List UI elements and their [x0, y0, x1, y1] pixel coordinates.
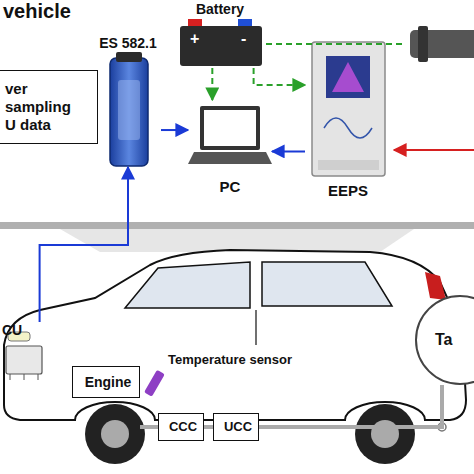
ecu-pin [24, 374, 25, 380]
car-window [262, 262, 392, 306]
info-box: versamplingU data [0, 70, 98, 144]
node-text: Engine [85, 374, 132, 391]
instrument-display [326, 56, 370, 98]
wheel-hub [101, 420, 129, 448]
probe-ring [418, 26, 428, 62]
connector [211, 68, 213, 100]
node-text: sampling [5, 98, 71, 116]
pc-node: PC [188, 100, 272, 196]
connector [161, 129, 188, 131]
process-box: CCC [158, 413, 204, 441]
process-box: Engine [72, 366, 140, 398]
device-node: ES 582.1 [95, 35, 161, 167]
ecu-pin [10, 374, 11, 380]
instrument-node: EEPS [305, 38, 391, 200]
battery-terminal [238, 19, 252, 27]
connector [40, 167, 128, 322]
connector [254, 68, 305, 85]
separator-band [0, 222, 474, 229]
wheel [355, 404, 415, 464]
ecu-unit [6, 346, 42, 374]
battery-node: Battery [172, 1, 268, 68]
power-wire [266, 43, 406, 45]
interface-device [110, 58, 148, 166]
terminal-sign: + [190, 30, 199, 48]
temperature-sensor [144, 370, 165, 397]
connector [272, 150, 305, 152]
node-text: Temperature sensor [168, 352, 292, 368]
node-text: CCC [169, 419, 197, 435]
node-text: EEPS [328, 182, 368, 200]
diagram-title: vehicle [3, 0, 71, 23]
node-text: ES 582.1 [99, 35, 157, 52]
instrument-logo [332, 62, 364, 92]
node-text: UCC [224, 419, 252, 435]
ecu-pin [38, 374, 39, 380]
wheel-hub [371, 420, 399, 448]
node-text: U data [5, 116, 51, 134]
instrument-base [318, 160, 379, 170]
sensor-node: Temperature sensor [146, 352, 321, 398]
sample-line [394, 149, 474, 151]
battery-terminal [188, 19, 202, 27]
node-text: ver [5, 80, 28, 98]
process-box: UCC [213, 413, 259, 441]
connector [204, 425, 213, 429]
connector [259, 385, 442, 427]
laptop-base [188, 152, 272, 164]
exhaust-pipe [140, 425, 158, 429]
device-connector [116, 52, 142, 62]
laptop-screen [204, 110, 256, 146]
laptop-frame [200, 106, 260, 150]
battery-body [180, 26, 262, 66]
terminal-sign: - [241, 30, 246, 48]
instrument-body [312, 42, 385, 176]
car-window [125, 262, 250, 308]
zoom-circle: Ta [415, 295, 474, 385]
instrument-trace [324, 118, 372, 138]
door-line [255, 310, 256, 345]
device-panel [118, 80, 140, 140]
car-body [4, 250, 466, 420]
zoom-wedge [60, 229, 414, 252]
node-text: CU [2, 322, 22, 339]
ecu-node: CU [0, 322, 50, 382]
node-text: Battery [196, 1, 244, 18]
wheel [85, 404, 145, 464]
node-text: PC [220, 178, 241, 196]
tail-light [425, 272, 446, 300]
node-text: Ta [435, 330, 452, 349]
